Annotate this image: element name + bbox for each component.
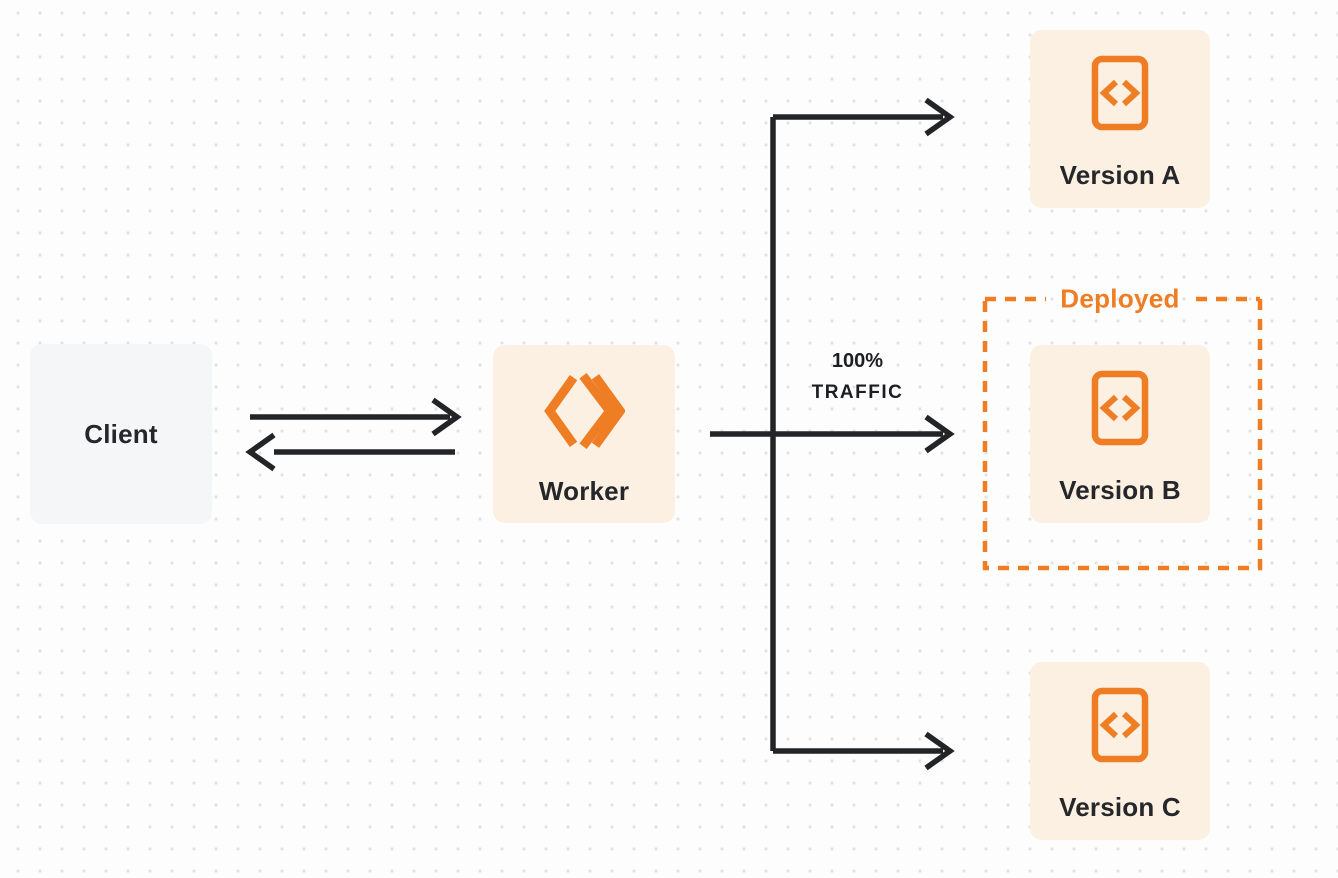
client-label: Client bbox=[84, 418, 158, 449]
version-c-node: Version C bbox=[1030, 662, 1210, 840]
version-c-arrowhead-icon bbox=[924, 731, 955, 771]
version-a-label: Version A bbox=[1059, 160, 1181, 190]
client-to-worker-arrowhead-icon bbox=[431, 397, 462, 437]
version-b-arrowhead-icon bbox=[924, 414, 955, 454]
deployed-group-label: Deployed bbox=[1060, 283, 1180, 314]
workers-double-chevron-icon bbox=[543, 371, 626, 456]
traffic-annotation: 100% TRAFFIC bbox=[790, 350, 925, 404]
version-b-label: Version B bbox=[1059, 475, 1181, 505]
client-node: Client bbox=[30, 344, 212, 524]
deployed-border-right-bottom-left bbox=[982, 297, 1263, 571]
version-a-arrowhead-icon bbox=[924, 97, 955, 137]
traffic-word-text: TRAFFIC bbox=[811, 382, 904, 403]
worker-node: Worker bbox=[493, 345, 675, 523]
version-a-node: Version A bbox=[1030, 30, 1210, 208]
version-c-label: Version C bbox=[1059, 792, 1181, 822]
deployed-group-border bbox=[982, 296, 1263, 571]
worker-to-client-arrowhead-icon bbox=[245, 432, 276, 472]
worker-label: Worker bbox=[538, 476, 630, 506]
traffic-percent-text: 100% bbox=[831, 350, 884, 372]
version-b-node: Version B bbox=[1030, 345, 1210, 523]
code-file-icon bbox=[1091, 687, 1149, 768]
code-file-icon bbox=[1091, 370, 1149, 451]
code-file-icon bbox=[1091, 55, 1149, 136]
